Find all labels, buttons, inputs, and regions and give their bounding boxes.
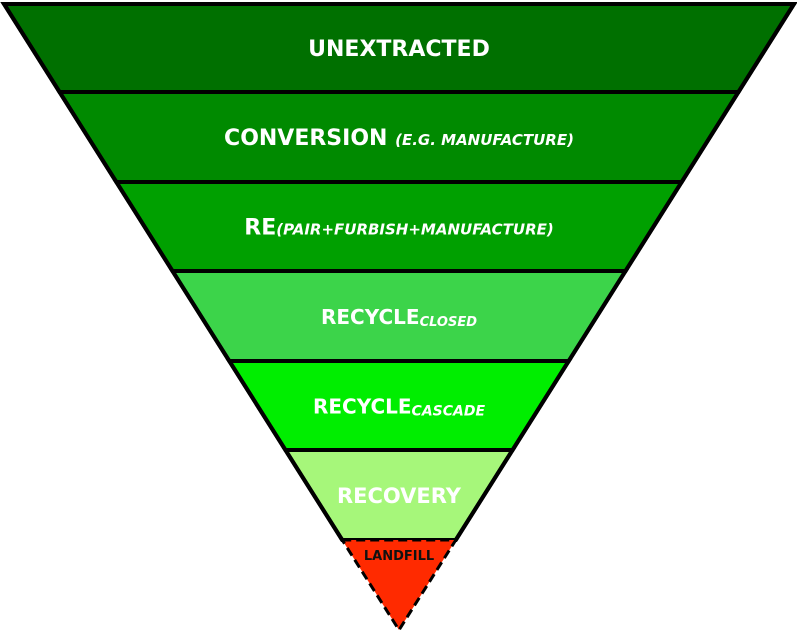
label-sub: (PAIR+FURBISH+MANUFACTURE) [276,221,554,239]
label-main: CONVERSION [224,126,395,151]
pyramid-label-re: RE(PAIR+FURBISH+MANUFACTURE) [244,216,553,241]
pyramid-label-recovery: RECOVERY [337,484,462,508]
label-sub: CASCADE [412,404,486,420]
label-sub: CLOSED [420,315,478,330]
label-main: RE [244,216,276,241]
pyramid-band-landfill [339,538,459,633]
label-main: UNEXTRACTED [308,37,490,62]
pyramid-label-conversion: CONVERSION (E.G. MANUFACTURE) [224,126,574,151]
label-main: RECOVERY [337,484,462,508]
pyramid-outline [0,2,797,542]
label-main: RECYCLE [321,305,420,329]
pyramid-label-recycle-closed: RECYCLECLOSED [321,305,477,330]
label-main: LANDFILL [364,549,434,564]
pyramid-label-unextracted: UNEXTRACTED [308,37,490,62]
pyramid-label-landfill: LANDFILL [364,549,434,564]
pyramid-label-recycle-cascade: RECYCLECASCADE [313,395,486,420]
label-main: RECYCLE [313,395,412,419]
label-sub: (E.G. MANUFACTURE) [395,131,574,149]
